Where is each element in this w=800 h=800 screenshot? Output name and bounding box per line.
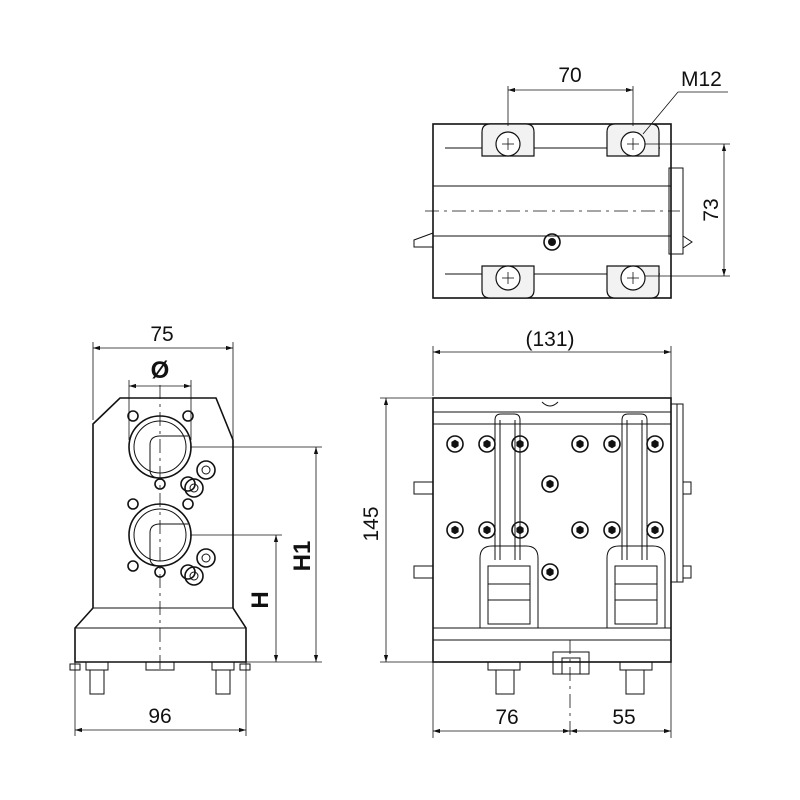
front-top-label: 75 <box>150 323 173 346</box>
top-width-label: 70 <box>558 64 581 87</box>
front-bore-upper <box>127 410 216 498</box>
hex-screw <box>646 435 664 453</box>
hex-screw <box>571 435 589 453</box>
dimension-front-top: 75 <box>92 323 234 440</box>
hex-screw <box>446 435 464 453</box>
front-view: 75 Ø H1 H 96 <box>69 323 322 736</box>
dimension-top-width: 70 <box>507 64 634 126</box>
hex-screw <box>511 435 529 453</box>
front-h1-label: H1 <box>289 541 316 572</box>
dimension-side-height: 145 <box>360 397 433 663</box>
hex-screw <box>571 521 589 539</box>
side-width-label: (131) <box>525 328 574 351</box>
dimension-front-bottom: 96 <box>74 662 247 736</box>
hex-screw <box>603 435 621 453</box>
hex-screw <box>541 475 559 493</box>
dimension-front-h: H <box>190 534 282 662</box>
front-bore-lower <box>127 498 216 586</box>
front-bottom-label: 96 <box>148 705 171 728</box>
hex-screw <box>446 521 464 539</box>
dimension-top-height: 73 <box>645 143 730 277</box>
dimension-front-bore: Ø <box>128 357 192 440</box>
hex-screw <box>603 521 621 539</box>
side-screw-grid <box>446 435 664 581</box>
dimension-side-width: (131) <box>432 328 672 402</box>
screw-pocket-top-left <box>481 123 535 157</box>
front-bore-label: Ø <box>151 357 170 384</box>
screw-pocket-bottom-right <box>606 265 660 299</box>
screw-pocket-bottom-left <box>481 265 535 299</box>
side-height-label: 145 <box>360 506 383 541</box>
hex-screw <box>646 521 664 539</box>
top-view: 70 M12 73 <box>413 64 730 299</box>
front-h-label: H <box>247 591 274 608</box>
top-height-label: 73 <box>700 198 723 221</box>
dimension-side-bottom: 76 55 <box>432 662 672 738</box>
dimension-front-h1: H1 <box>190 446 322 663</box>
thread-label: M12 <box>681 68 722 91</box>
screw-pocket-top-right <box>606 123 660 157</box>
side-bottom-left-label: 76 <box>495 706 518 729</box>
hex-screw <box>541 563 559 581</box>
side-bottom-right-label: 55 <box>612 706 635 729</box>
hex-screw <box>511 521 529 539</box>
hex-screw <box>478 521 496 539</box>
dimension-thread: M12 <box>642 68 728 135</box>
hex-screw <box>478 435 496 453</box>
side-view: (131) 145 76 55 <box>360 328 692 738</box>
